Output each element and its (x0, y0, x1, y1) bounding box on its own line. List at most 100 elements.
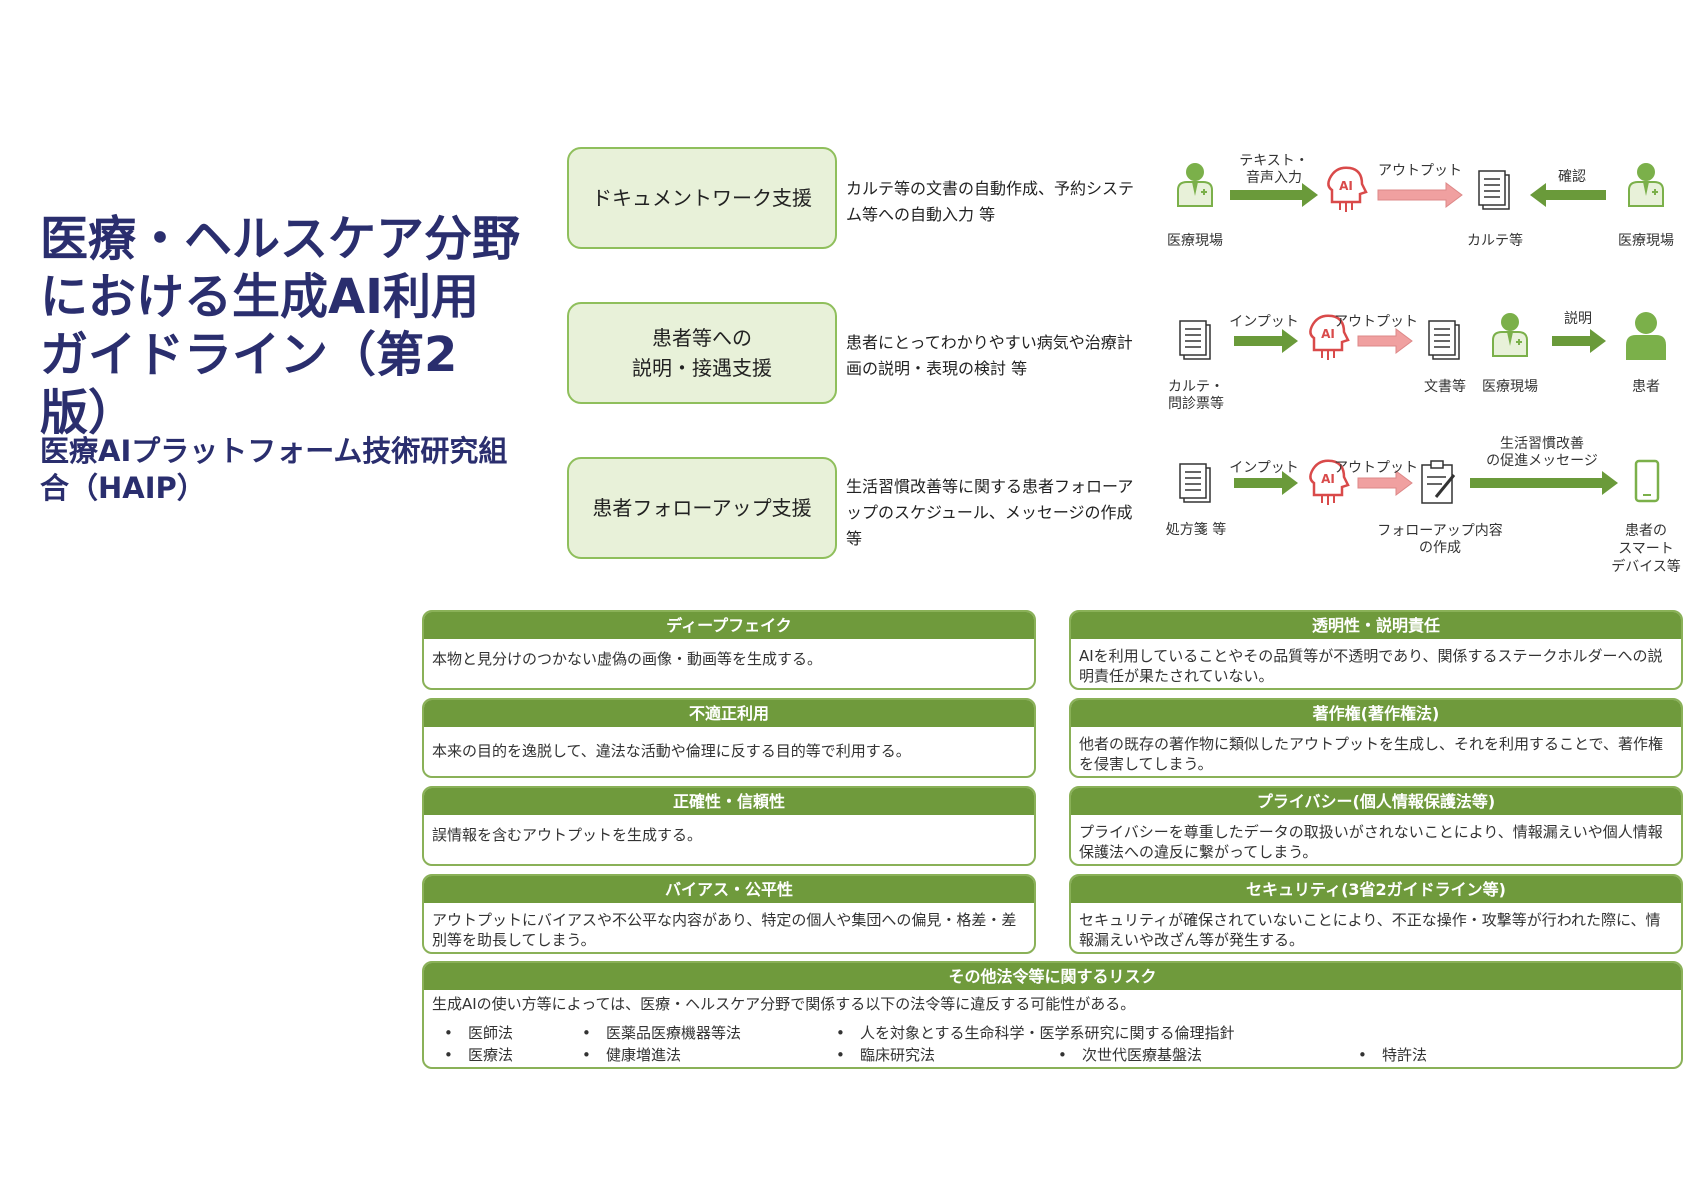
green-arrow-icon (1530, 183, 1606, 207)
flow-label: スマート (1618, 541, 1674, 557)
flow-label: アウトプット (1334, 314, 1418, 330)
document-icon (1179, 320, 1211, 360)
risk-title: 正確性・信頼性 (424, 788, 1034, 815)
smartphone-icon (1634, 459, 1660, 503)
prescription-icon (1179, 463, 1211, 503)
doctor-icon (1492, 312, 1528, 357)
flow-label: アウトプット (1378, 163, 1462, 179)
law-name: 人を対象とする生命科学・医学系研究に関する倫理指針 (860, 1024, 1235, 1042)
risk-body: 本来の目的を逸脱して、違法な活動や倫理に反する目的等で利用する。 (432, 742, 911, 760)
risk-card-misuse: 不適正利用 本来の目的を逸脱して、違法な活動や倫理に反する目的等で利用する。 (422, 698, 1036, 778)
flow-label: 音声入力 (1246, 169, 1302, 186)
green-arrow-icon (1234, 329, 1298, 353)
flow-label: 文書等 (1424, 378, 1466, 395)
usecase-description: 患者にとってわかりやすい病気や治療計画の説明・表現の検討 等 (846, 333, 1133, 378)
law-name: 臨床研究法 (860, 1046, 936, 1064)
law-column-2: •医薬品医療機器等法 •健康増進法 (582, 1022, 741, 1066)
bullet: • (1058, 1046, 1067, 1064)
pink-arrow-icon (1357, 328, 1413, 354)
flow-label: デバイス等 (1611, 558, 1681, 575)
green-arrow-icon (1230, 183, 1318, 207)
bullet: • (444, 1024, 453, 1042)
flow-label: 医療現場 (1482, 378, 1538, 395)
risk-title: バイアス・公平性 (424, 876, 1034, 903)
doctor-icon (1628, 162, 1664, 207)
usecase-title: 患者フォローアップ支援 (592, 496, 812, 520)
law-name: 医師法 (468, 1024, 514, 1042)
clipboard-edit-icon (1421, 460, 1456, 504)
list-item: • 次世代医療基盤法 (1058, 1044, 1202, 1066)
flow-row-1: 医療現場 テキスト・ 音声入力 AI アウトプット カルテ等 確認 医療現場 (1167, 153, 1674, 249)
flow-label: フォローアップ内容 (1377, 522, 1502, 539)
page-title: 医療・ヘルスケア分野における生成AI利用ガイドライン（第2版） (40, 211, 521, 441)
law-column-4: • 次世代医療基盤法 (1058, 1044, 1202, 1066)
risk-body: プライバシーを尊重したデータの取扱いがされないことにより、情報漏えいや個人情報保… (1079, 823, 1663, 861)
law-name: 医薬品医療機器等法 (606, 1024, 742, 1042)
bullet: • (836, 1046, 845, 1064)
flow-label: の作成 (1419, 540, 1461, 556)
usecase-title-line2: 説明・接遇支援 (632, 356, 772, 380)
flow-label: 患者の (1625, 523, 1667, 539)
risk-card-other-laws: その他法令等に関するリスク 生成AIの使い方等によっては、医療・ヘルスケア分野で… (422, 961, 1683, 1069)
risk-body: セキュリティが確保されていないことにより、不正な操作・攻撃等が行われた際に、情報… (1079, 911, 1661, 949)
flow-label: カルテ等 (1467, 232, 1523, 249)
flow-row-2: カルテ・ 問診票等 インプット AI アウトプット 文書等 医療現場 説明 患者 (1168, 311, 1666, 412)
organization-name: 医療AIプラットフォーム技術研究組合（HAIP） (40, 434, 508, 505)
risk-body: AIを利用していることやその品質等が不透明であり、関係するステークホルダーへの説… (1079, 647, 1663, 685)
risk-card-accuracy: 正確性・信頼性 誤情報を含むアウトプットを生成する。 (422, 786, 1036, 866)
risk-card-deepfake: ディープフェイク 本物と見分けのつかない虚偽の画像・動画等を生成する。 (422, 610, 1036, 690)
flow-label: インプット (1229, 460, 1299, 476)
document-icon (1428, 320, 1460, 360)
usecase-description: 生活習慣改善等に関する患者フォローアップのスケジュール、メッセージの作成 等 (846, 477, 1134, 548)
law-name: 次世代医療基盤法 (1082, 1046, 1203, 1064)
risk-title: プライバシー(個人情報保護法等) (1071, 788, 1681, 815)
law-name: 医療法 (468, 1046, 514, 1064)
ai-badge: AI (1321, 472, 1335, 486)
bullet: • (1358, 1046, 1367, 1064)
flow-label: 医療現場 (1618, 232, 1674, 249)
bullet: • (582, 1046, 591, 1064)
bullet: • (582, 1024, 591, 1042)
flow-label: 医療現場 (1167, 232, 1223, 249)
ai-badge: AI (1339, 179, 1353, 193)
ai-badge: AI (1321, 327, 1335, 341)
flow-label: 説明 (1564, 311, 1592, 327)
bullet: • (836, 1024, 845, 1042)
risk-title: 著作権(著作権法) (1071, 700, 1681, 727)
risk-title: 不適正利用 (424, 700, 1034, 727)
green-arrow-icon (1470, 471, 1618, 495)
risk-body: アウトプットにバイアスや不公平な内容があり、特定の個人や集団への偏見・格差・差別… (432, 911, 1017, 949)
pink-arrow-icon (1357, 470, 1413, 496)
flow-label: カルテ・ (1168, 379, 1224, 395)
risk-body: 本物と見分けのつかない虚偽の画像・動画等を生成する。 (432, 650, 823, 668)
law-column-1: • 医師法 • 医療法 (444, 1022, 513, 1066)
flow-label: 問診票等 (1168, 395, 1224, 412)
list-item: • 人を対象とする生命科学・医学系研究に関する倫理指針 (836, 1022, 1235, 1044)
list-item: • 臨床研究法 (836, 1044, 1235, 1066)
usecase-patient-explanation: 患者等への 説明・接遇支援 (567, 302, 837, 404)
law-column-3: • 人を対象とする生命科学・医学系研究に関する倫理指針 • 臨床研究法 (836, 1022, 1235, 1066)
flow-diagrams: 医療現場 テキスト・ 音声入力 AI アウトプット カルテ等 確認 医療現場 カ… (1166, 153, 1681, 575)
law-column-5: •特許法 (1358, 1044, 1427, 1066)
risk-title: ディープフェイク (424, 612, 1034, 639)
flow-label: アウトプット (1334, 460, 1418, 476)
risk-body: 他者の既存の著作物に類似したアウトプットを生成し、それを利用することで、著作権を… (1079, 735, 1663, 773)
risk-card-security: セキュリティ(3省2ガイドライン等) セキュリティが確保されていないことにより、… (1069, 874, 1683, 954)
doctor-icon (1177, 162, 1213, 207)
flow-label: 患者 (1632, 379, 1660, 395)
flow-label: 確認 (1558, 169, 1586, 185)
list-item: • 医師法 (444, 1022, 513, 1044)
bullet: • (444, 1046, 453, 1064)
risk-card-copyright: 著作権(著作権法) 他者の既存の著作物に類似したアウトプットを生成し、それを利用… (1069, 698, 1683, 778)
risk-card-transparency: 透明性・説明責任 AIを利用していることやその品質等が不透明であり、関係するステ… (1069, 610, 1683, 690)
risk-body: 生成AIの使い方等によっては、医療・ヘルスケア分野で関係する以下の法令等に違反す… (432, 995, 1136, 1013)
green-arrow-icon (1552, 329, 1606, 353)
usecase-title: ドキュメントワーク支援 (592, 186, 812, 210)
flow-label: 生活習慣改善 (1500, 435, 1584, 452)
risk-title: セキュリティ(3省2ガイドライン等) (1071, 876, 1681, 903)
flow-label: の促進メッセージ (1486, 453, 1598, 469)
document-icon (1478, 170, 1510, 210)
risk-title: その他法令等に関するリスク (424, 963, 1681, 990)
risk-body: 誤情報を含むアウトプットを生成する。 (432, 826, 703, 844)
flow-row-3: 処方箋 等 インプット AI アウトプット フォローアップ内容 の作成 生活習慣… (1166, 435, 1681, 575)
